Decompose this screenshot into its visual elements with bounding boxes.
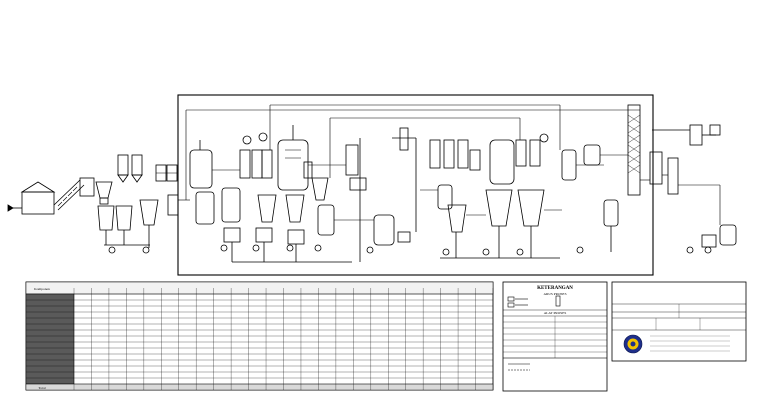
storage-bins [117, 154, 179, 248]
separator-columns-middle [317, 127, 417, 262]
reactor-column-left [189, 132, 273, 225]
bucket-elevator [53, 177, 95, 211]
flowsheet [7, 94, 737, 276]
stream-table-row-header: Komponen [34, 287, 50, 291]
legend-box: KETERANGAN ARUS PROSES ALAT PROSES [502, 281, 608, 392]
legend-symbols [507, 295, 561, 371]
legend-subtitle-lines: ARUS PROSES [543, 292, 566, 296]
legend-subtitle-equipment: ALAT PROSES [544, 311, 567, 315]
legend-title: KETERANGAN [537, 286, 573, 291]
separators-right [561, 104, 737, 252]
reactor-bank-right [429, 133, 560, 259]
title-block [611, 281, 747, 362]
stream-table-grid [26, 288, 494, 390]
university-seal-icon [623, 334, 643, 354]
process-lines [178, 104, 721, 225]
stream-table-total-label: Total [38, 386, 45, 390]
hopper-group-1 [95, 181, 150, 246]
legend-rows [503, 321, 607, 359]
raw-material-warehouse [7, 181, 56, 215]
pumps [108, 244, 712, 256]
reactor-central [223, 125, 352, 263]
outer-recycle-line [177, 94, 654, 276]
stream-table: Komponen Total [25, 281, 494, 391]
